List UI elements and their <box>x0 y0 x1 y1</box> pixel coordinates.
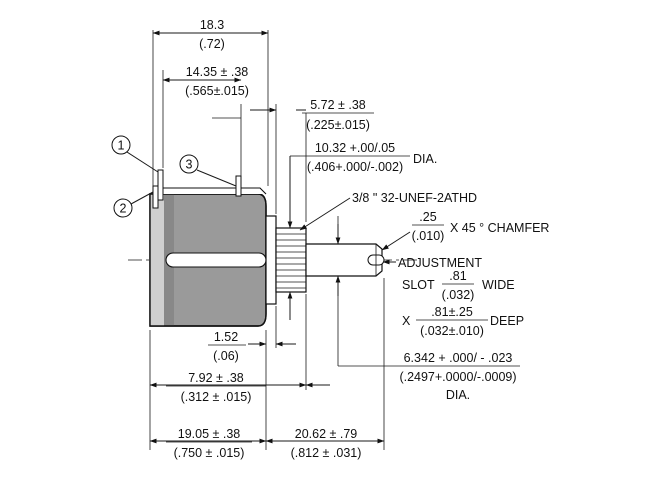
slot-den: (.032) <box>442 288 475 302</box>
dim-terminal-span: 14.35 ± .38 (.565±.015) <box>162 65 249 119</box>
dim-body-length-in: (.750 ± .015) <box>174 446 245 460</box>
callout-2: 2 <box>113 191 154 218</box>
dim-shaft-length: 20.62 ± .79 (.812 ± .031) <box>265 427 385 460</box>
dim-bushing-length-in: (.225±.015) <box>306 118 370 132</box>
dim-shaft-dia-suffix: DIA. <box>446 388 470 402</box>
terminal-pin-1 <box>157 169 164 201</box>
dim-shaft-dia-in: (.2497+.0000/-.0009) <box>399 370 516 384</box>
dim-bushing-dia-suffix: DIA. <box>413 152 437 166</box>
mounting-flange <box>265 215 277 305</box>
callout-3: 3 <box>179 154 237 187</box>
dim-bushing-dia: 10.32 +.00/.05 (.406+.000/-.002) DIA. <box>287 141 437 320</box>
housing-cap <box>155 187 267 195</box>
dim-bushing-length-mm: 5.72 ± .38 <box>310 98 366 112</box>
dim-body-to-bushing-in: (.312 ± .015) <box>181 390 252 404</box>
dim-terminal-span-mm: 14.35 ± .38 <box>186 65 249 79</box>
dim-flange: 1.52 (.06) <box>208 330 296 363</box>
slot-prefix: SLOT <box>402 278 435 292</box>
dim-body-to-bushing-mm: 7.92 ± .38 <box>188 371 244 385</box>
dim-bushing-dia-mm: 10.32 +.00/.05 <box>315 141 395 155</box>
dim-bushing-length: 5.72 ± .38 (.225±.015) <box>250 98 374 222</box>
terminal-pin-2 <box>152 185 159 209</box>
slot-x-prefix: X <box>402 314 411 328</box>
dim-terminal-span-in: (.565±.015) <box>185 84 249 98</box>
callout-3-label: 3 <box>186 158 193 172</box>
housing-slot <box>165 252 267 268</box>
thread-spec: 3/8 " 32-UNEF-2ATHD <box>352 191 477 205</box>
chamfer-num: .25 <box>419 210 436 224</box>
slot-depth-num: .81±.25 <box>431 305 473 319</box>
slot-num: .81 <box>449 269 466 283</box>
chamfer-callout: .25 (.010) X 45 ° CHAMFER <box>381 210 549 251</box>
dim-overall-length-mm: 18.3 <box>200 18 224 32</box>
dim-flange-in: (.06) <box>213 349 239 363</box>
thread-lines <box>276 233 306 289</box>
dim-shaft-length-mm: 20.62 ± .79 <box>295 427 358 441</box>
chamfer-suffix: X 45 ° CHAMFER <box>450 221 549 235</box>
dim-overall-length: 18.3 (.72) <box>152 18 269 51</box>
dim-shaft-dia: 6.342 + .000/ - .023 (.2497+.0000/-.0009… <box>335 224 520 402</box>
housing-highlight <box>150 194 164 326</box>
callout-2-label: 2 <box>120 202 127 216</box>
callout-1-label: 1 <box>118 139 125 153</box>
dim-flange-mm: 1.52 <box>214 330 238 344</box>
chamfer-den: (.010) <box>412 229 445 243</box>
slot-suffix: WIDE <box>482 278 515 292</box>
dim-overall-length-in: (.72) <box>199 37 225 51</box>
slot-depth-suffix: DEEP <box>490 314 524 328</box>
dim-shaft-length-in: (.812 ± .031) <box>291 446 362 460</box>
dim-shaft-dia-mm: 6.342 + .000/ - .023 <box>404 351 513 365</box>
terminal-pin-3 <box>235 175 242 197</box>
extension-lines <box>149 30 385 450</box>
dim-body-length: 19.05 ± .38 (.750 ± .015) <box>149 427 267 460</box>
housing-outline <box>149 193 267 327</box>
dim-body-length-mm: 19.05 ± .38 <box>178 427 241 441</box>
dim-bushing-dia-in: (.406+.000/-.002) <box>307 160 403 174</box>
thread-callout: 3/8 " 32-UNEF-2ATHD <box>299 191 477 231</box>
slot-depth-den: (.032±.010) <box>420 324 484 338</box>
callout-1: 1 <box>111 135 159 173</box>
slot-callout: ADJUSTMENT SLOT .81 (.032) WIDE X .81±.2… <box>382 256 524 338</box>
dim-body-to-bushing: 7.92 ± .38 (.312 ± .015) <box>149 371 330 404</box>
slot-line1: ADJUSTMENT <box>398 256 482 270</box>
